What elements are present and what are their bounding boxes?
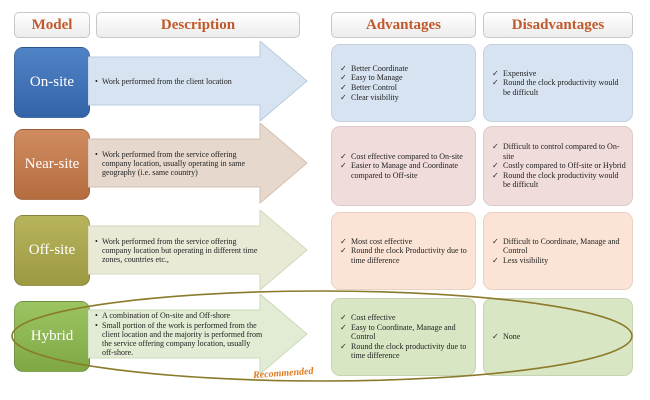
model-nearsite: Near-site — [14, 129, 90, 200]
advantage-item: Cost effective — [340, 313, 469, 323]
advantage-item: Better Coordinate — [340, 64, 408, 74]
model-hybrid: Hybrid — [14, 301, 90, 372]
model-onsite: On-site — [14, 47, 90, 118]
description-arrow-nearsite: Work performed from the service offering… — [88, 123, 308, 204]
advantage-item: Cost effective compared to On-site — [340, 152, 469, 162]
advantage-item: Round the clock productivity due to time… — [340, 342, 469, 361]
header-disadvantages: Disadvantages — [483, 12, 633, 38]
advantage-item: Round the clock Productivity due to time… — [340, 246, 469, 265]
disadvantages-box-offsite: Difficult to Coordinate, Manage and Cont… — [483, 212, 633, 290]
disadvantage-item: Round the clock productivity would be di… — [492, 171, 626, 190]
description-arrow-onsite: Work performed from the client location — [88, 41, 308, 122]
disadvantages-box-nearsite: Difficult to control compared to On-site… — [483, 126, 633, 206]
recommended-ellipse — [11, 290, 633, 382]
disadvantage-item: Round the clock productivity would be di… — [492, 78, 626, 97]
description-text: Small portion of the work is performed f… — [95, 321, 264, 358]
disadvantage-item: Difficult to Coordinate, Manage and Cont… — [492, 237, 626, 256]
description-arrow-offsite: Work performed from the service offering… — [88, 210, 308, 291]
disadvantage-item: None — [492, 332, 520, 342]
description-text: Work performed from the service offering… — [95, 237, 264, 265]
advantage-item: Easier to Manage and Coordinate compared… — [340, 161, 469, 180]
disadvantage-item: Less visibility — [492, 256, 626, 266]
model-offsite: Off-site — [14, 215, 90, 286]
disadvantages-box-hybrid: None — [483, 298, 633, 376]
disadvantage-item: Difficult to control compared to On-site — [492, 142, 626, 161]
advantage-item: Most cost effective — [340, 237, 469, 247]
advantage-item: Clear visibility — [340, 93, 408, 103]
advantage-item: Better Control — [340, 83, 408, 93]
disadvantage-item: Expensive — [492, 69, 626, 79]
description-text: A combination of On-site and Off-shore — [95, 311, 264, 321]
header-description: Description — [96, 12, 300, 38]
disadvantages-box-onsite: Expensive Round the clock productivity w… — [483, 44, 633, 122]
advantages-box-nearsite: Cost effective compared to On-site Easie… — [331, 126, 476, 206]
advantages-box-onsite: Better Coordinate Easy to Manage Better … — [331, 44, 476, 122]
header-advantages: Advantages — [331, 12, 476, 38]
description-arrow-hybrid: A combination of On-site and Off-shore S… — [88, 294, 308, 375]
disadvantage-item: Costly compared to Off-site or Hybrid — [492, 161, 626, 171]
advantage-item: Easy to Manage — [340, 73, 408, 83]
description-text: Work performed from the client location — [95, 77, 232, 87]
advantages-box-offsite: Most cost effective Round the clock Prod… — [331, 212, 476, 290]
advantage-item: Easy to Coordinate, Manage and Control — [340, 323, 469, 342]
advantages-box-hybrid: Cost effective Easy to Coordinate, Manag… — [331, 298, 476, 376]
header-model: Model — [14, 12, 90, 38]
description-text: Work performed from the service offering… — [95, 150, 264, 178]
